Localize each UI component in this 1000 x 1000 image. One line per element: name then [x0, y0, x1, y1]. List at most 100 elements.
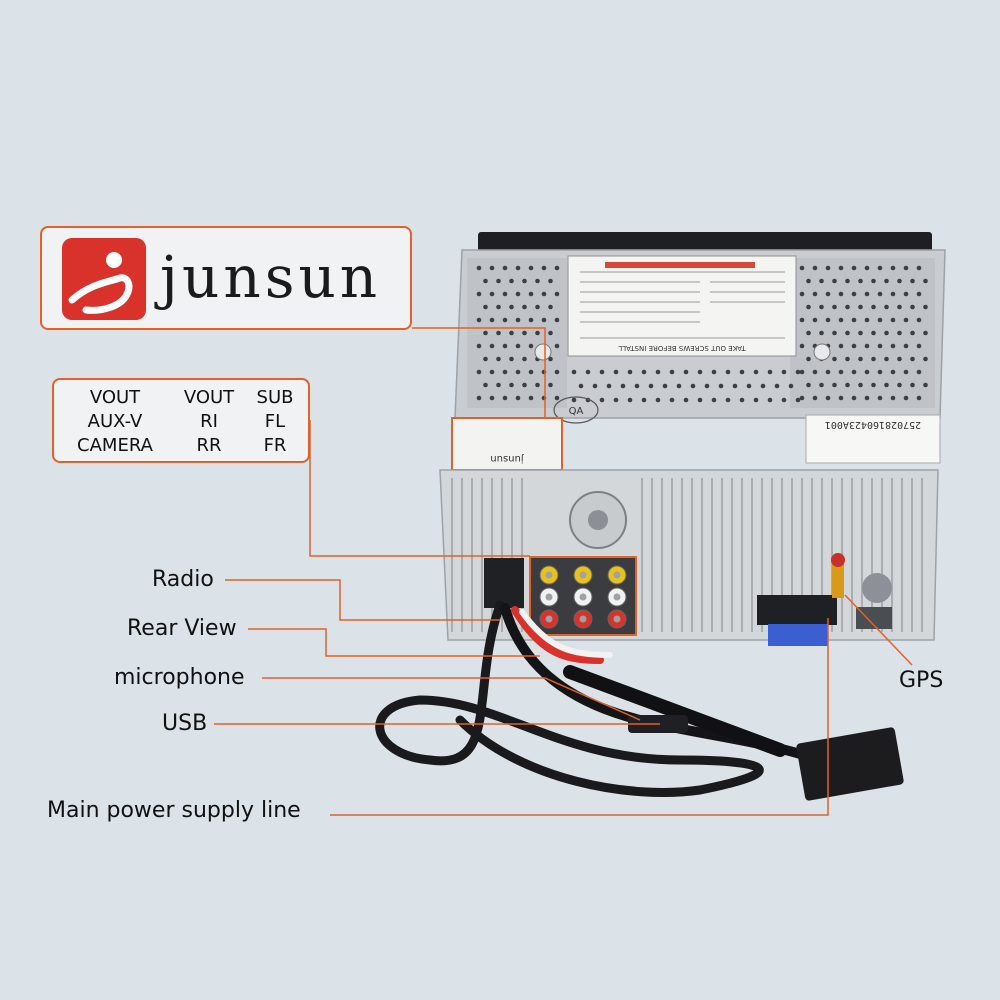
vent-hole: [884, 382, 889, 388]
vent-hole: [753, 397, 759, 403]
vent-hole: [903, 369, 909, 375]
vent-hole: [910, 382, 915, 388]
vent-hole: [916, 369, 922, 375]
vent-hole: [711, 369, 717, 375]
port-label: AUX-V: [87, 411, 143, 432]
vent-hole: [890, 317, 896, 323]
serial-number: 257028160423A001: [825, 419, 921, 430]
vent-hole: [541, 317, 547, 323]
vent-hole: [884, 304, 889, 310]
vent-hole: [690, 383, 696, 389]
rca-jack-pin: [613, 615, 621, 623]
spec-label-lines: [580, 271, 785, 339]
vent-hole: [502, 317, 508, 323]
vent-hole: [697, 369, 703, 375]
vent-hole: [554, 395, 560, 401]
vent-hole: [554, 317, 560, 323]
vent-hole: [528, 317, 534, 323]
vent-hole: [489, 343, 495, 349]
vent-hole: [781, 397, 787, 403]
vent-hole: [613, 369, 619, 375]
vent-hole: [489, 265, 495, 271]
vent-hole: [838, 369, 844, 375]
vent-hole: [897, 304, 902, 310]
vent-hole: [864, 343, 870, 349]
vent-hole: [502, 291, 508, 297]
vent-hole: [528, 291, 534, 297]
vent-hole: [812, 265, 818, 271]
vent-holes: [476, 265, 928, 403]
vent-hole: [502, 395, 508, 401]
vent-hole: [732, 383, 738, 389]
port-label: VOUT: [183, 387, 235, 408]
brand-logo-box: junsun: [40, 226, 412, 330]
vent-hole: [910, 356, 915, 362]
vent-hole: [825, 291, 831, 297]
vent-hole: [923, 304, 928, 310]
vent-hole: [767, 369, 773, 375]
vent-hole: [554, 265, 560, 271]
vent-hole: [476, 343, 482, 349]
aux-connector: [856, 607, 892, 629]
brand-logo-icon: [62, 238, 146, 320]
vent-hole: [788, 383, 794, 389]
vent-hole: [483, 330, 488, 336]
vent-hole: [819, 304, 824, 310]
vent-hole: [795, 369, 801, 375]
vent-hole: [864, 395, 870, 401]
vent-hole: [704, 383, 710, 389]
vent-hole: [851, 395, 857, 401]
vent-hole: [535, 330, 540, 336]
port-label: RR: [196, 435, 222, 456]
vent-hole: [795, 397, 801, 403]
vent-hole: [502, 265, 508, 271]
vent-hole: [509, 382, 514, 388]
vent-hole: [825, 265, 831, 271]
vent-hole: [877, 265, 883, 271]
vent-hole: [838, 395, 844, 401]
qa-stamp: [553, 396, 599, 424]
vent-hole: [916, 265, 922, 271]
vent-hole: [858, 304, 863, 310]
vent-hole: [767, 397, 773, 403]
callout-line-microphone: [262, 677, 641, 721]
vent-hole: [528, 395, 534, 401]
vent-hole: [877, 395, 883, 401]
qa-stamp-text: QA: [569, 406, 584, 417]
vent-hole: [806, 330, 811, 336]
vent-hole: [799, 265, 805, 271]
vent-hole: [858, 382, 863, 388]
vent-hole: [774, 383, 780, 389]
vent-hole: [845, 304, 850, 310]
vent-hole: [799, 395, 805, 401]
main-power-cable: [375, 600, 764, 797]
vent-hole: [832, 356, 837, 362]
callout-microphone: microphone: [114, 665, 245, 690]
vent-hole: [509, 278, 514, 284]
vent-hole: [897, 278, 902, 284]
vent-hole: [641, 369, 647, 375]
vent-hole: [903, 317, 909, 323]
vent-hole: [483, 304, 488, 310]
vent-hole: [541, 265, 547, 271]
vent-hole: [746, 383, 752, 389]
callout-main-power: Main power supply line: [47, 798, 301, 823]
vent-hole: [923, 330, 928, 336]
rca-jack-pin: [545, 615, 553, 623]
vent-hole: [476, 317, 482, 323]
vent-hole: [483, 382, 488, 388]
vent-hole: [825, 317, 831, 323]
callout-rear-view: Rear View: [127, 616, 237, 641]
vent-hole: [541, 291, 547, 297]
vent-hole: [548, 304, 553, 310]
heat-sink-fins: [451, 478, 923, 632]
vent-hole: [669, 369, 675, 375]
radio-antenna-cable: [563, 665, 787, 757]
vent-hole: [592, 383, 598, 389]
vent-hole: [476, 369, 482, 375]
vent-hole: [916, 395, 922, 401]
vent-hole: [910, 330, 915, 336]
vent-hole: [548, 330, 553, 336]
vent-hole: [571, 397, 577, 403]
